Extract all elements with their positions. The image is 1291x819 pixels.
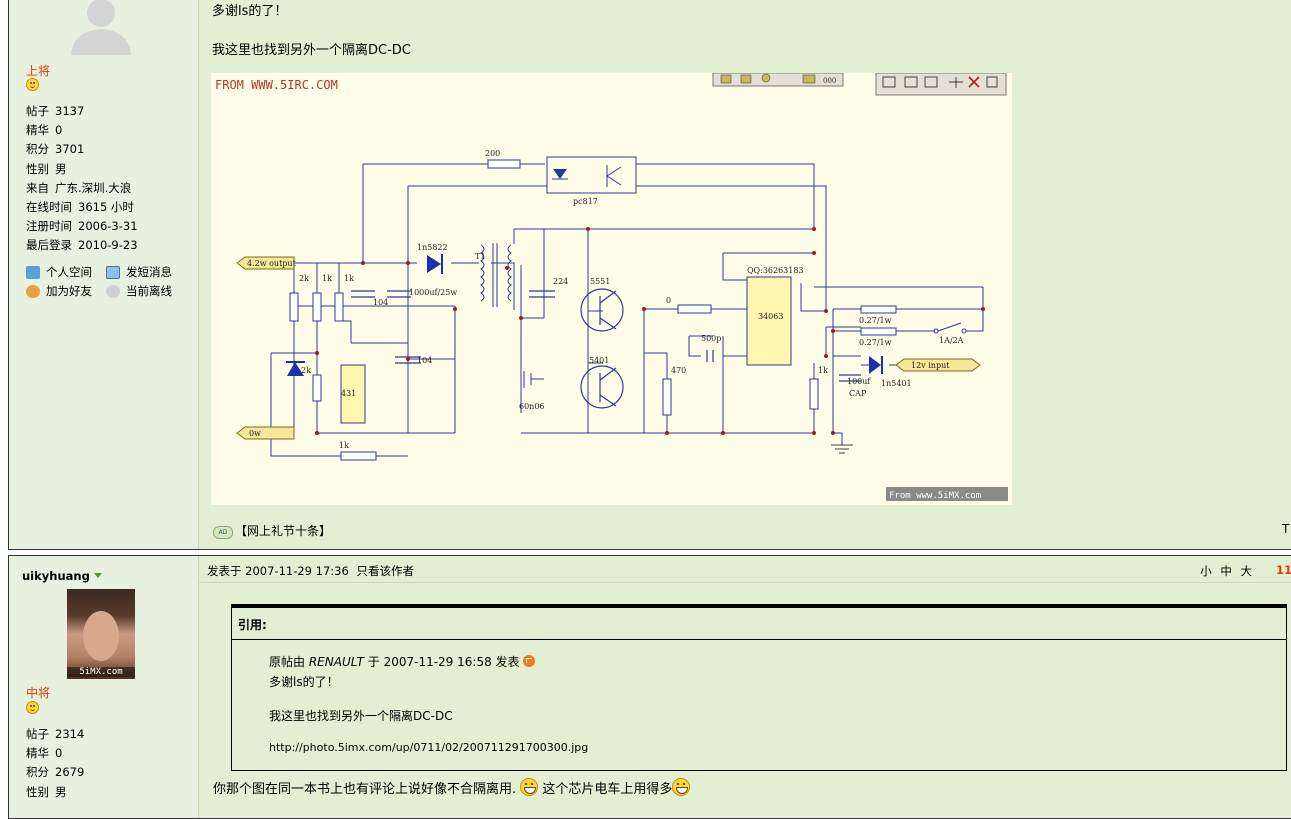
quote-line-2: 我这里也找到另外一个隔离DC-DC bbox=[269, 709, 453, 723]
jump-to-post-icon[interactable] bbox=[523, 655, 536, 667]
schematic-watermark-bottom: From www.5iMX.com bbox=[889, 491, 981, 501]
svg-text:100uf: 100uf bbox=[847, 377, 871, 386]
ad-link[interactable]: 【网上礼节十条】 bbox=[235, 524, 332, 538]
svg-text:2k: 2k bbox=[299, 274, 309, 283]
avatar[interactable]: 5iMX.com bbox=[67, 589, 135, 679]
font-size-controls: 小 中 大 bbox=[1200, 563, 1252, 579]
rank-smiley-icon bbox=[26, 78, 39, 91]
post-text-line-1: 多谢ls的了！ bbox=[212, 4, 288, 19]
schematic-image[interactable]: 000 FROM WWW.5IRC.COM bbox=[211, 73, 1012, 505]
svg-text:12v input: 12v input bbox=[911, 361, 950, 370]
svg-text:0.27/1w: 0.27/1w bbox=[859, 338, 892, 347]
svg-text:000: 000 bbox=[823, 77, 836, 85]
font-big-button[interactable]: 大 bbox=[1240, 564, 1253, 578]
svg-text:200: 200 bbox=[485, 149, 500, 158]
svg-text:60n06: 60n06 bbox=[519, 402, 545, 411]
user-offline-icon bbox=[106, 284, 120, 298]
home-icon bbox=[26, 265, 40, 279]
svg-text:pc817: pc817 bbox=[573, 197, 598, 206]
personal-space-link[interactable]: 个人空间 bbox=[26, 264, 92, 280]
svg-text:5401: 5401 bbox=[589, 356, 609, 365]
avatar-watermark: 5iMX.com bbox=[67, 667, 135, 677]
svg-text:1A/2A: 1A/2A bbox=[939, 336, 964, 345]
user-rank: 中将 bbox=[26, 686, 51, 700]
offline-status: 当前离线 bbox=[106, 283, 172, 299]
svg-text:500p: 500p bbox=[701, 334, 721, 343]
svg-text:431: 431 bbox=[341, 389, 356, 398]
svg-text:1n5401: 1n5401 bbox=[881, 379, 912, 388]
send-message-link[interactable]: 发短消息 bbox=[106, 264, 172, 280]
schematic-watermark-top: FROM WWW.5IRC.COM bbox=[215, 78, 338, 92]
quote-source: 原帖由 RENAULT 于 2007-11-29 16:58 发表 bbox=[269, 653, 536, 670]
add-friend-icon bbox=[26, 284, 40, 298]
ad-badge: AD bbox=[213, 526, 233, 539]
quote-title: 引用: bbox=[238, 618, 267, 632]
svg-text:5551: 5551 bbox=[590, 277, 610, 286]
svg-text:T1: T1 bbox=[475, 252, 485, 261]
svg-text:0w: 0w bbox=[249, 429, 261, 438]
stat-gender: 性别男 bbox=[26, 161, 67, 176]
quote-block: 引用: 原帖由 RENAULT 于 2007-11-29 16:58 发表 多谢… bbox=[231, 604, 1287, 771]
username[interactable]: uikyhuang bbox=[22, 569, 102, 583]
svg-text:1k: 1k bbox=[339, 441, 349, 450]
svg-text:1n5822: 1n5822 bbox=[417, 243, 448, 252]
user-rank: 上将 bbox=[26, 64, 51, 78]
font-small-button[interactable]: 小 bbox=[1200, 564, 1212, 578]
only-author-link[interactable]: 只看该作者 bbox=[356, 564, 414, 578]
svg-text:0: 0 bbox=[666, 296, 671, 305]
svg-text:0.27/1w: 0.27/1w bbox=[859, 316, 892, 325]
svg-text:2k: 2k bbox=[301, 366, 311, 375]
grin-smiley-icon bbox=[520, 778, 539, 796]
post-1-content: 多谢ls的了！ 我这里也找到另外一个隔离DC-DC bbox=[199, 0, 1291, 549]
stat-gender: 性别男 bbox=[26, 784, 67, 799]
post-text-line-2: 我这里也找到另外一个隔离DC-DC bbox=[212, 43, 411, 58]
svg-text:104: 104 bbox=[417, 356, 432, 365]
svg-text:1000uf/25w: 1000uf/25w bbox=[409, 288, 457, 297]
svg-text:1k: 1k bbox=[322, 274, 332, 283]
quote-line-1: 多谢ls的了！ bbox=[269, 675, 339, 689]
top-link[interactable]: T bbox=[1282, 522, 1290, 536]
svg-text:224: 224 bbox=[553, 277, 568, 286]
quote-url[interactable]: http://photo.5imx.com/up/0711/02/2007112… bbox=[269, 741, 589, 754]
rank-smiley-icon bbox=[26, 701, 39, 714]
dropdown-arrow-icon[interactable] bbox=[93, 573, 102, 578]
grin-smiley-icon bbox=[672, 778, 691, 796]
post-date: 发表于 2007-11-29 17:36 bbox=[207, 564, 349, 578]
svg-text:1k: 1k bbox=[818, 366, 828, 375]
post-header: 发表于 2007-11-29 17:36 只看该作者 bbox=[207, 563, 414, 579]
svg-text:470: 470 bbox=[671, 366, 686, 375]
svg-text:34063: 34063 bbox=[758, 312, 783, 321]
floor-number: 11 bbox=[1275, 563, 1291, 577]
font-mid-button[interactable]: 中 bbox=[1220, 564, 1232, 578]
svg-text:1k: 1k bbox=[344, 274, 354, 283]
reply-text: 你那个图在同一本书上也有评论上说好像不合隔离用. 这个芯片电车上用得多 bbox=[213, 778, 691, 797]
post-2-content: 发表于 2007-11-29 17:36 只看该作者 小 中 大 11 bbox=[199, 556, 1291, 818]
mail-icon bbox=[106, 265, 120, 279]
svg-text:QQ:36263183: QQ:36263183 bbox=[747, 266, 804, 275]
svg-text:4.2w output: 4.2w output bbox=[247, 259, 297, 268]
avatar-placeholder-icon[interactable] bbox=[69, 0, 133, 55]
svg-text:104: 104 bbox=[373, 298, 388, 307]
stat-from: 来自广东.深圳.大浪 bbox=[26, 180, 132, 195]
svg-text:CAP: CAP bbox=[849, 389, 867, 398]
quote-author[interactable]: RENAULT bbox=[308, 655, 364, 669]
add-friend-link[interactable]: 加为好友 bbox=[26, 283, 92, 299]
